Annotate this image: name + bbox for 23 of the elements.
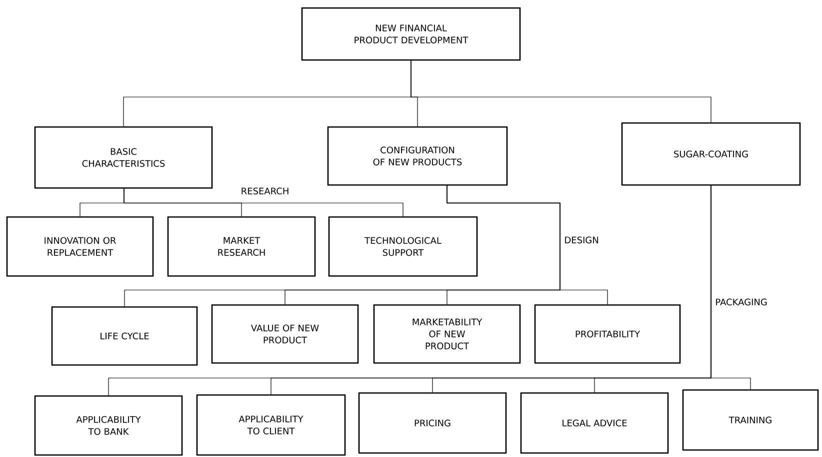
process-box: SUGAR-COATING xyxy=(621,122,801,186)
edge-label: DESIGN xyxy=(563,236,600,244)
process-box: APPLICABILITY TO BANK xyxy=(34,395,183,456)
process-box: TRAINING xyxy=(682,389,819,451)
connector-line xyxy=(446,185,608,305)
process-box: LEGAL ADVICE xyxy=(520,392,669,454)
connector-line xyxy=(710,185,751,390)
process-box: MARKETABILITY OF NEW PRODUCT xyxy=(373,304,521,364)
process-box: LIFE CYCLE xyxy=(51,306,198,366)
process-box: PRICING xyxy=(358,392,507,454)
process-box: BASIC CHARACTERISTICS xyxy=(34,126,213,189)
connector-line xyxy=(124,188,404,217)
process-box: VALUE OF NEW PRODUCT xyxy=(211,304,359,364)
process-box: INNOVATION OR REPLACEMENT xyxy=(6,216,154,277)
process-box: NEW FINANCIAL PRODUCT DEVELOPMENT xyxy=(301,7,521,61)
process-box: CONFIGURATION OF NEW PRODUCTS xyxy=(327,126,508,186)
connector-line xyxy=(410,60,712,123)
process-box: MARKET RESEARCH xyxy=(167,216,316,277)
process-box: TECHNOLOGICAL SUPPORT xyxy=(328,216,478,277)
edge-label: PACKAGING xyxy=(714,298,768,306)
edge-label: RESEARCH xyxy=(240,186,290,196)
process-box: PROFITABILITY xyxy=(534,304,681,364)
process-box: APPLICABILITY TO CLIENT xyxy=(196,394,346,456)
